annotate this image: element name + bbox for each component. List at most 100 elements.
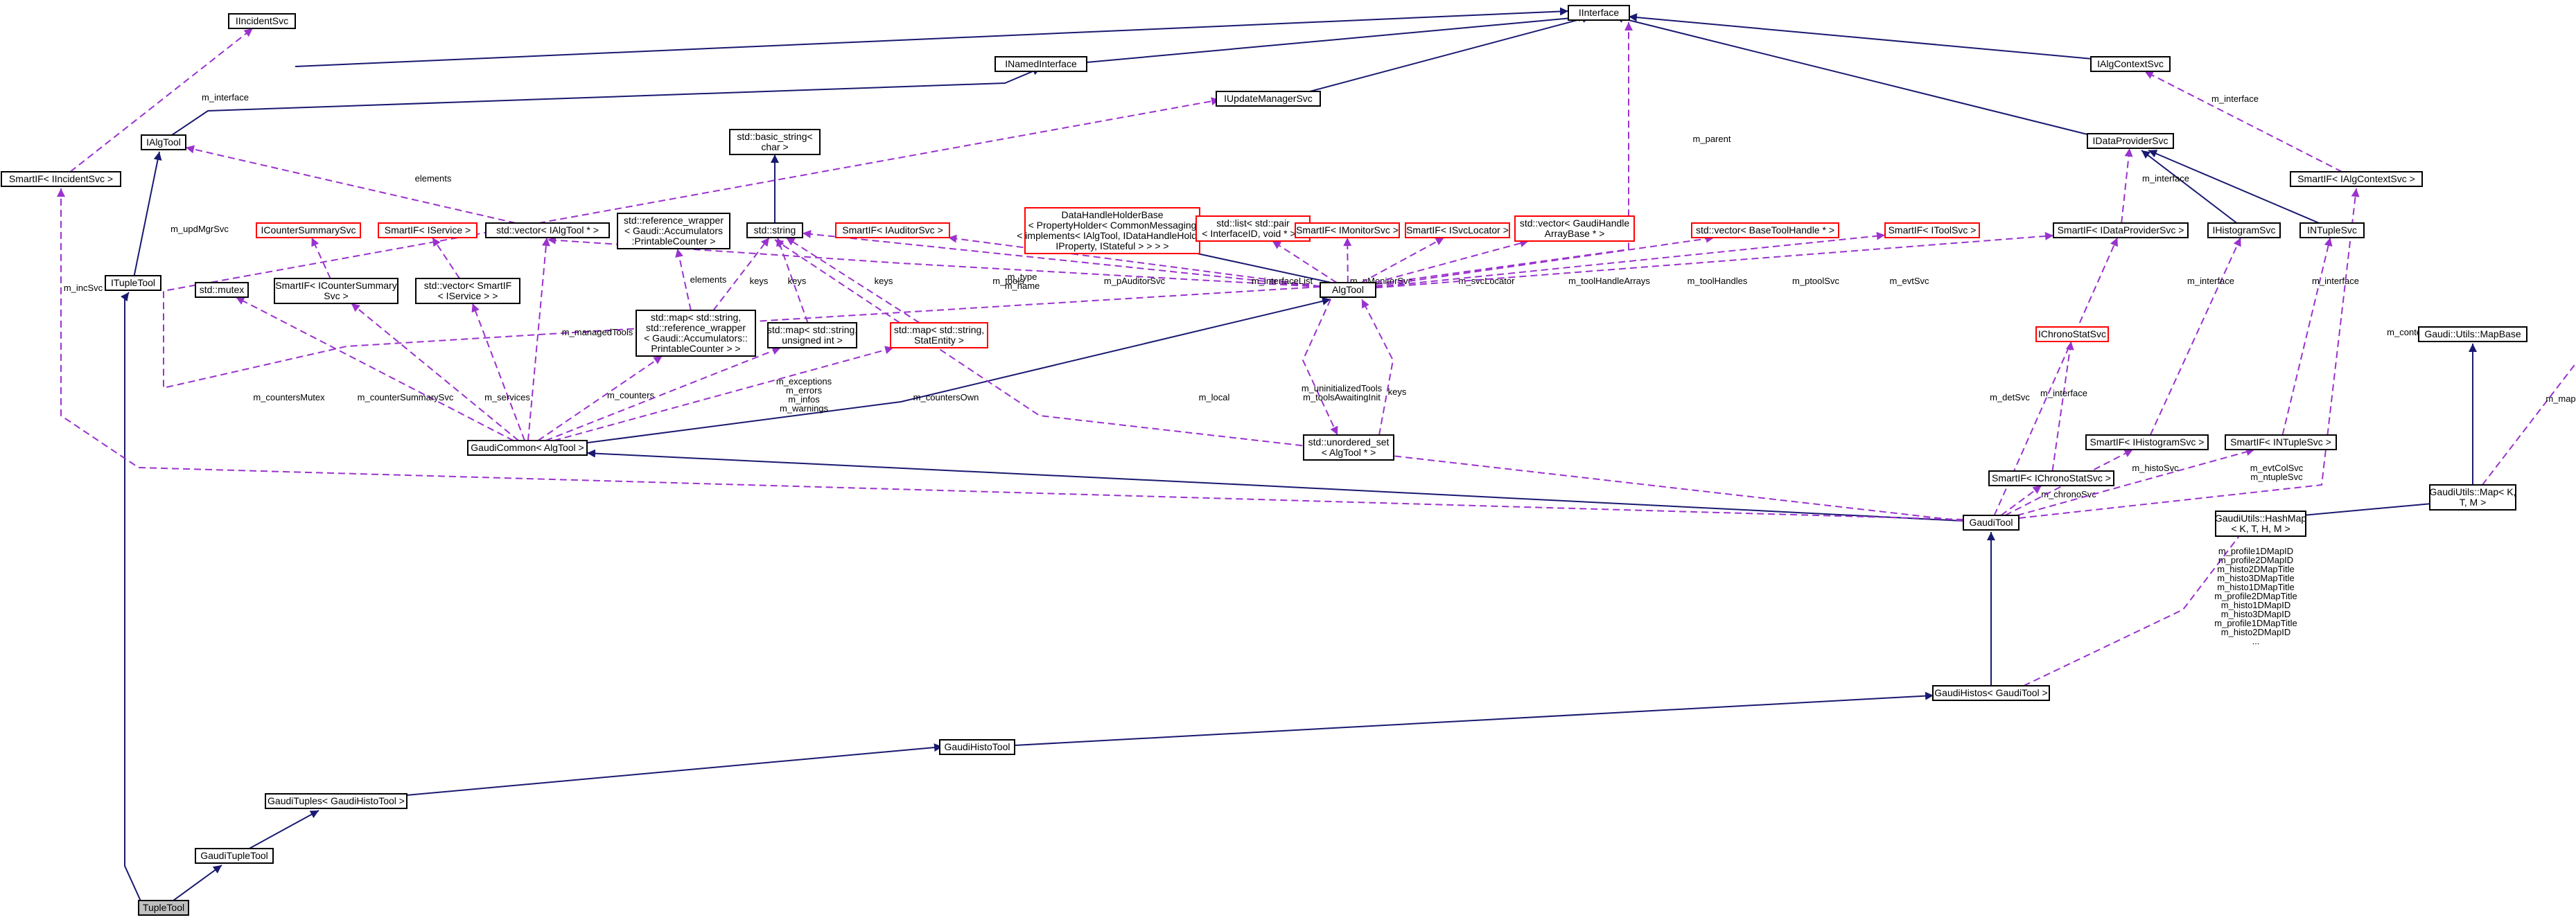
usage-edge: m_countersMutex [235,296,514,441]
usage-edge: keys [1361,299,1407,436]
class-node-datahandleholderbase[interactable]: DataHandleHolderBase< PropertyHolder< Co… [1017,207,1208,254]
class-node-intuplesvc[interactable]: INTupleSvc [2299,222,2365,238]
class-node-iincidentsvc[interactable]: IIncidentSvc [228,13,296,29]
class-node-inamedinterface[interactable]: INamedInterface [995,56,1087,72]
class-node-label: IInterface [1579,7,1620,18]
class-node-label: IAlgTool [146,136,181,148]
class-node-smartif-isvclocator[interactable]: SmartIF< ISvcLocator > [1405,222,1510,238]
class-node-smartif-ichronostatsvc[interactable]: SmartIF< IChronoStatSvc > [1988,470,2114,486]
class-node-idataprovidersvc[interactable]: IDataProviderSvc [2087,133,2174,149]
class-node-itupletool[interactable]: ITupleTool [105,275,161,291]
class-node-label: IUpdateManagerSvc [1224,93,1313,104]
inheritance-edge [121,292,143,905]
edge-label: m_type [1008,272,1037,282]
class-node-algtool[interactable]: AlgTool [1320,282,1376,298]
edge-label: m_errors [786,385,823,396]
class-node-label: INTupleSvc [2307,224,2357,236]
edge-label: m_detSvc [1990,392,2030,402]
class-node-smartif-iservice[interactable]: SmartIF< IService > [378,222,477,238]
class-node-label: SmartIF< IService > [385,224,471,236]
class-node-std-vector-basetoolhandle[interactable]: std::vector< BaseToolHandle * > [1691,222,1839,238]
class-node-gaudituples[interactable]: GaudiTuples< GaudiHistoTool > [265,793,408,809]
class-node-std-unordered-set[interactable]: std::unordered_set< AlgTool * > [1303,434,1394,461]
class-node-iupdatemanagersvc[interactable]: IUpdateManagerSvc [1216,91,1321,107]
class-node-smartif-imonitorsvc[interactable]: SmartIF< IMonitorSvc > [1295,222,1400,238]
class-node-gauditupletool[interactable]: GaudiTupleTool [195,848,274,864]
class-node-gaudihistos[interactable]: GaudiHistos< GaudiTool > [1932,685,2050,701]
edge-label: m_interface [2040,388,2087,398]
class-node-label: std::basic_string< [737,131,812,142]
class-node-ialgtool[interactable]: IAlgTool [141,134,186,150]
edge-label: m_countersOwn [913,392,979,402]
usage-edge: m_interface [2121,148,2189,224]
class-node-label: std::map< std::string, [894,324,984,335]
usage-edge: keys [785,237,920,323]
usage-edge: m_updMgrSvc [163,97,1321,389]
edge-label: elements [415,173,452,184]
inheritance-edge [1086,13,1588,63]
class-node-std-reference-wrapper[interactable]: std::reference_wrapper< Gaudi::Accumulat… [617,213,730,249]
edge-label: keys [875,276,893,286]
class-node-label: std::mutex [200,284,245,295]
class-node-gaudicommon[interactable]: GaudiCommon< AlgTool > [467,440,588,456]
class-node-std-vector-smartif-iservice[interactable]: std::vector< SmartIF< IService > > [415,278,520,304]
class-node-std-map-uint[interactable]: std::map< std::string,unsigned int > [767,322,857,348]
class-node-smartif-iincidentsvc[interactable]: SmartIF< IIncidentSvc > [1,171,121,187]
class-node-smartif-itoolsvc[interactable]: SmartIF< IToolSvc > [1884,222,1980,238]
class-node-tupletool[interactable]: TupleTool [138,900,189,916]
class-node-smartif-idataprovidersvc[interactable]: SmartIF< IDataProviderSvc > [2053,222,2189,238]
edge-label: m_interface [202,92,249,103]
class-node-label: std::reference_wrapper [646,322,746,333]
edge-label: m_managedTools [562,327,633,337]
class-node-smartif-icountersummarysvc[interactable]: SmartIF< ICounterSummarySvc > [274,278,398,304]
class-node-gauditool[interactable]: GaudiTool [1963,515,2019,531]
inheritance-edge [586,449,1964,522]
class-node-icountersummarysvc[interactable]: ICounterSummarySvc [256,222,361,238]
class-node-ihistogramsvc[interactable]: IHistogramSvc [2207,222,2281,238]
edge-label: m_profile1DMapTitle [2214,618,2297,628]
usage-edge: elements [185,145,516,224]
class-node-std-string[interactable]: std::string [746,222,803,238]
class-node-gaudihistotool[interactable]: GaudiHistoTool [939,739,1015,755]
edge-label: elements [690,274,727,285]
usage-edge: m_interface [2144,71,2342,172]
edge-label: m_chronoSvc [2041,489,2096,499]
class-node-label: SmartIF< IAlgContextSvc > [2297,173,2415,184]
class-node-gaudi-utils-mapbase[interactable]: Gaudi::Utils::MapBase [2418,326,2527,342]
class-node-ialgcontextsvc[interactable]: IAlgContextSvc [2090,56,2171,72]
usage-edge: m_services [471,303,530,441]
inheritance-edge [163,67,1042,141]
class-node-label: AlgTool [1332,284,1364,295]
inheritance-edge [1014,691,1934,746]
edge-label: m_exceptions [776,376,832,387]
class-node-smartif-ihistogramsvc[interactable]: SmartIF< IHistogramSvc > [2085,434,2209,450]
class-node-smartif-intuplesvc[interactable]: SmartIF< INTupleSvc > [2225,434,2337,450]
class-node-label: unsigned int > [782,335,843,346]
edge-label: m_name [1005,281,1040,291]
class-node-std-mutex[interactable]: std::mutex [195,282,249,298]
edge-label: m_ntupleSvc [2250,472,2303,482]
class-node-smartif-ialgcontextsvc[interactable]: SmartIF< IAlgContextSvc > [2290,171,2423,187]
class-node-smartif-iauditorsvc[interactable]: SmartIF< IAuditorSvc > [835,222,950,238]
edge-label: m_incSvc [64,283,103,293]
usage-edge: m_countersOwn [554,346,979,441]
usage-edge: m_interface [69,28,254,172]
class-node-ichronostatsvc[interactable]: IChronoStatSvc [2035,326,2109,342]
class-node-std-basic-string[interactable]: std::basic_string<char > [729,129,821,155]
class-node-std-map-refwrap[interactable]: std::map< std::string,std::reference_wra… [636,310,756,357]
edge-label: m_interface [2211,94,2259,104]
class-node-gaudiutils-hashmap[interactable]: GaudiUtils::HashMap< K, T, H, M > [2215,511,2306,537]
class-node-std-map-statentity[interactable]: std::map< std::string,StatEntity > [890,322,988,348]
class-node-iinterface[interactable]: IInterface [1568,5,1630,21]
class-node-std-list-pair[interactable]: std::list< std::pair< InterfaceID, void … [1195,215,1311,242]
inheritance-edge [295,7,1569,67]
class-node-std-vector-ialgtool[interactable]: std::vector< IAlgTool * > [485,222,610,238]
inheritance-edge [238,810,319,855]
class-node-label: SmartIF< IAuditorSvc > [842,224,943,236]
class-node-gaudiutils-map[interactable]: GaudiUtils::Map< K,T, M > [2429,484,2516,511]
edge-label: m_counters [607,390,654,400]
